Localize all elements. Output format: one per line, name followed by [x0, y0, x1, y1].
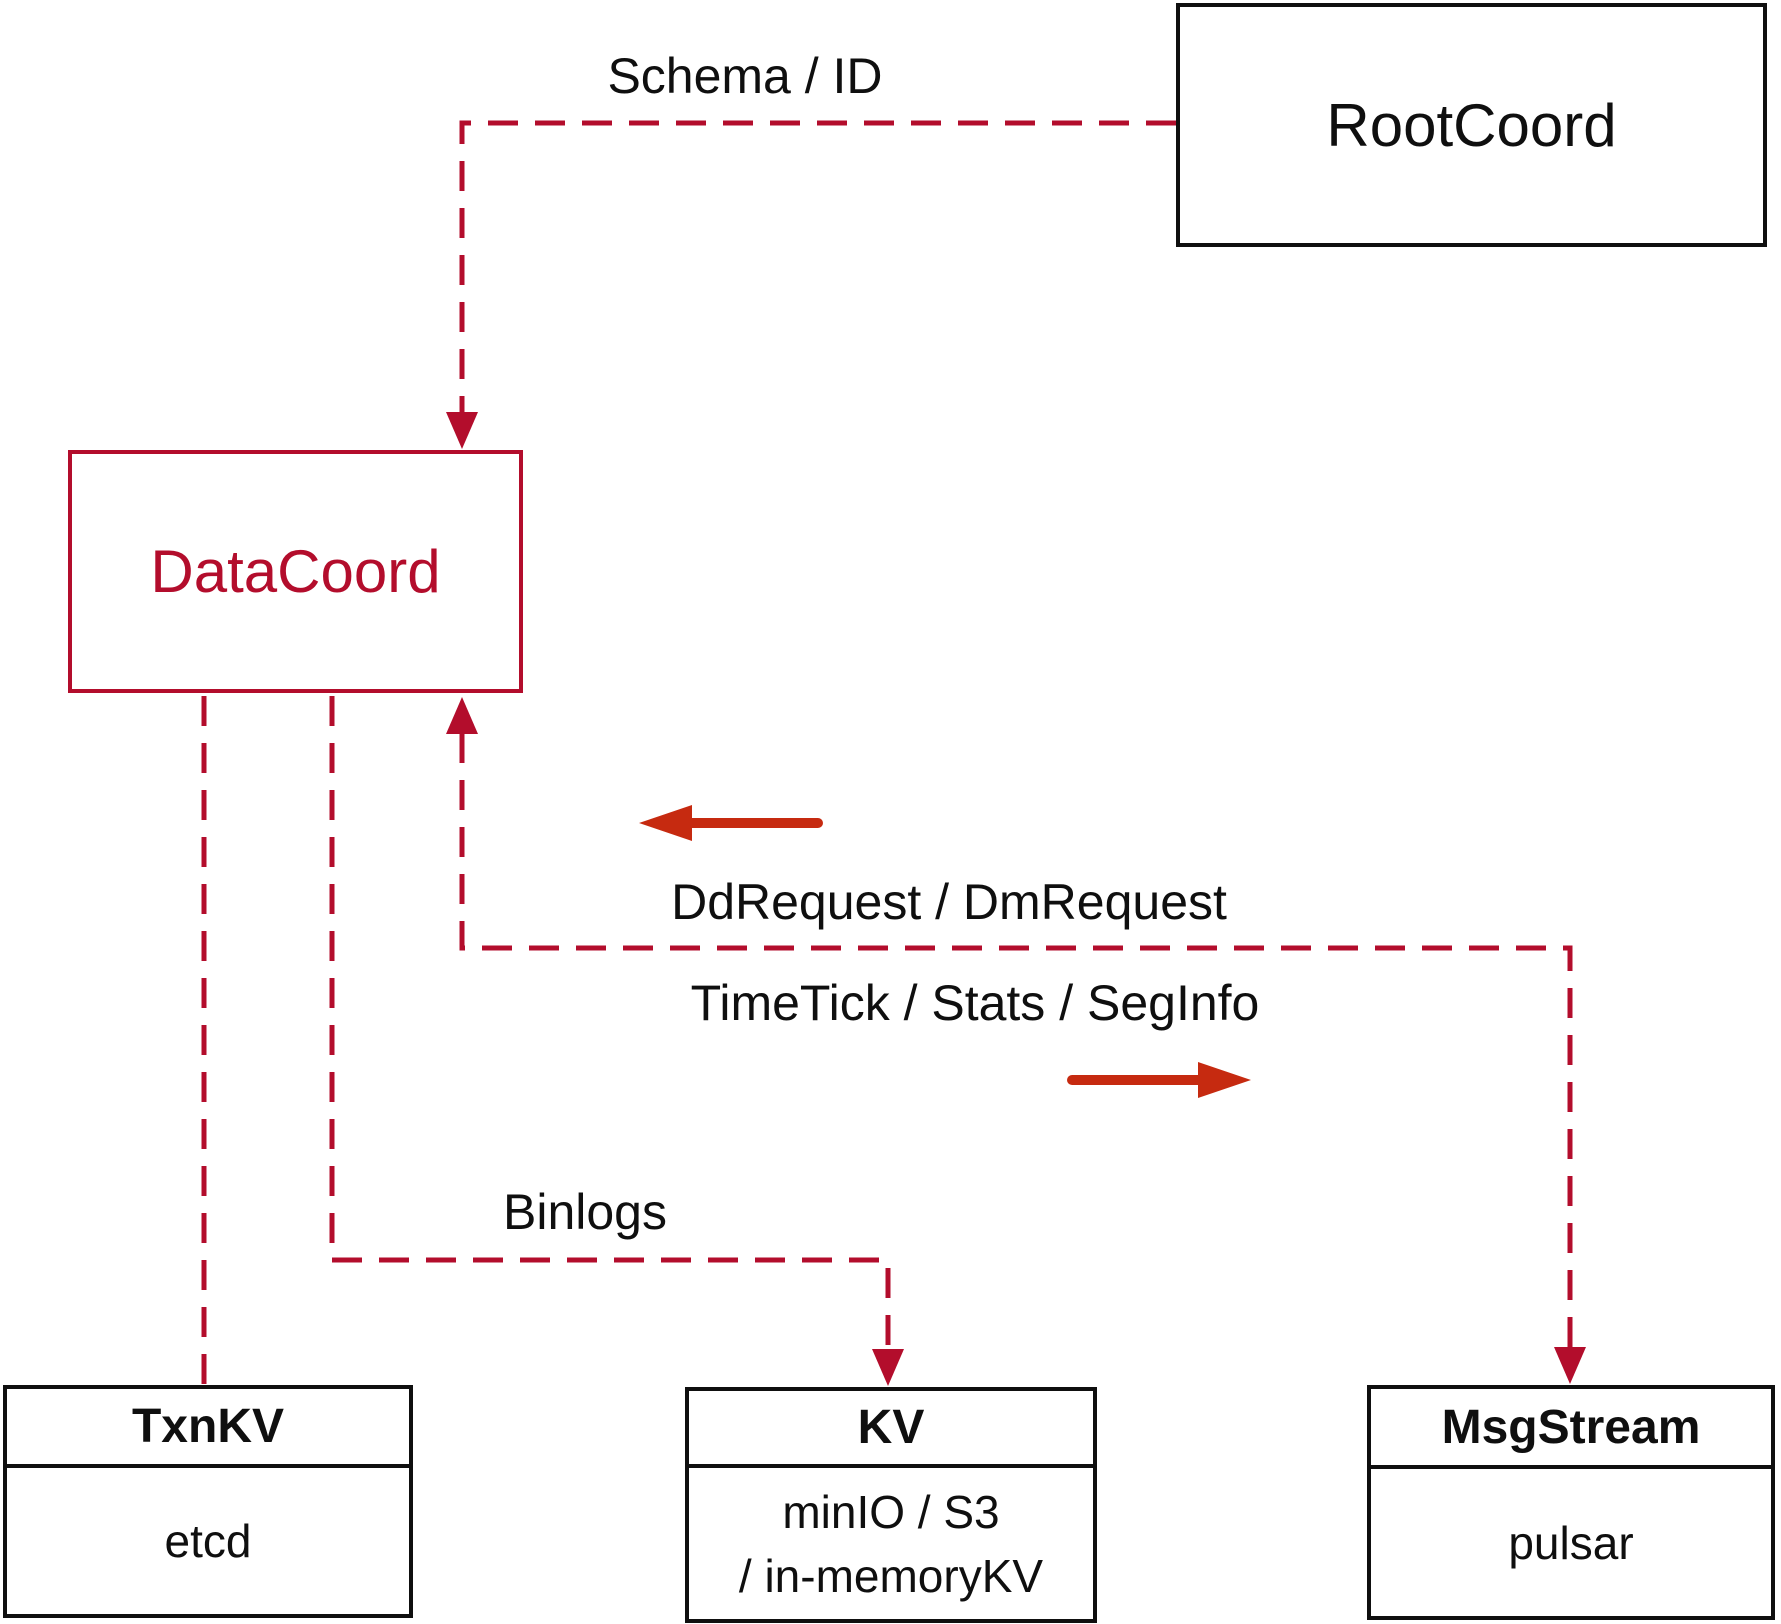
edge-schema-id: [459, 120, 1176, 438]
txnkv-body: etcd: [7, 1468, 409, 1614]
datacoord-label: DataCoord: [150, 538, 441, 605]
kv-body: minIO / S3 / in-memoryKV: [689, 1468, 1093, 1619]
kv-title: KV: [857, 1401, 925, 1454]
edge-label-schema-id: Schema / ID: [607, 48, 883, 104]
msgstream-subtitle: pulsar: [1508, 1516, 1634, 1569]
node-kv: KV minIO / S3 / in-memoryKV: [685, 1387, 1097, 1623]
kv-subtitle-line2: / in-memoryKV: [738, 1549, 1044, 1602]
msgstream-title: MsgStream: [1441, 1400, 1701, 1454]
rootcoord-label: RootCoord: [1326, 91, 1617, 159]
edge-label-binlogs: Binlogs: [503, 1184, 667, 1240]
edge-datacoord-msgstream: [459, 733, 1573, 1374]
arrowhead-into-kv-top: [872, 1349, 904, 1386]
edge-label-ddrequest-dmrequest: DdRequest / DmRequest: [671, 874, 1227, 930]
arrowhead-into-datacoord-top: [446, 412, 478, 449]
edge-binlogs: [329, 696, 891, 1376]
node-txnkv: TxnKV etcd: [3, 1385, 413, 1618]
node-msgstream: MsgStream pulsar: [1367, 1385, 1775, 1620]
txnkv-title: TxnKV: [131, 1400, 284, 1453]
flow-arrow-left: [639, 805, 823, 841]
msgstream-body: pulsar: [1371, 1469, 1771, 1616]
kv-header: KV: [689, 1391, 1093, 1468]
arrowhead-into-datacoord-bottom: [446, 697, 478, 734]
txnkv-subtitle: etcd: [164, 1515, 252, 1567]
arrowhead-into-msgstream-top: [1554, 1347, 1586, 1384]
flow-arrow-right: [1067, 1062, 1251, 1098]
node-datacoord: DataCoord: [68, 450, 523, 693]
node-rootcoord: RootCoord: [1176, 3, 1767, 247]
msgstream-header: MsgStream: [1371, 1389, 1771, 1469]
txnkv-header: TxnKV: [7, 1389, 409, 1468]
edge-label-timetick-stats-seginfo: TimeTick / Stats / SegInfo: [690, 975, 1260, 1031]
kv-subtitle-line1: minIO / S3: [782, 1485, 1000, 1538]
